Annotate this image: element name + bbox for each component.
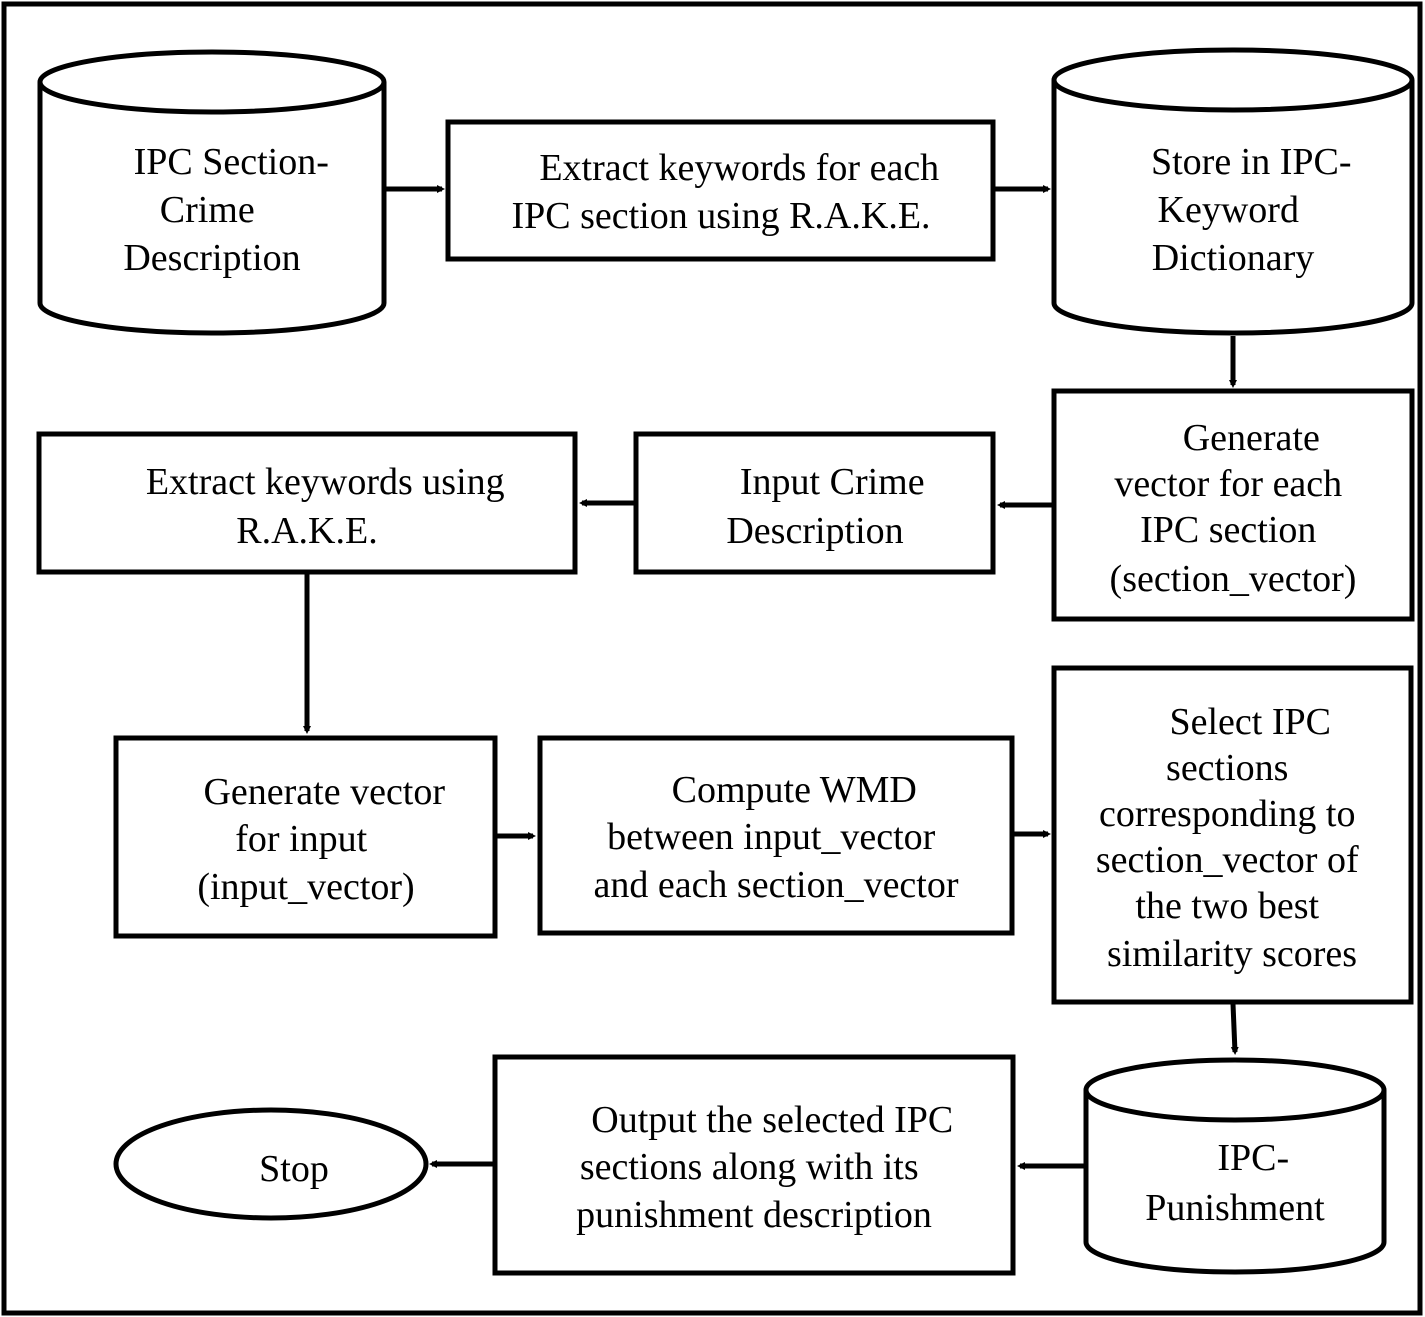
select-ipc-sections-box: Select IPC sections corresponding to sec… [1051, 665, 1414, 1005]
extract-keywords-each-ipc-line: Extract keywords for each [539, 147, 939, 189]
svg-text:Stop: Stop [259, 1148, 329, 1190]
ipc-section-crime-line: Crime [160, 189, 255, 231]
extract-keywords-input-box: Extract keywords using R.A.K.E. [36, 431, 578, 575]
compute-wmd-box: Compute WMD between input_vector and eac… [537, 735, 1015, 936]
select-ipc-sections-line: sections [1166, 747, 1288, 789]
compute-wmd-line: and each section_vector [593, 864, 958, 906]
svg-text:IPC- Punishment: IPC- Punishment [1145, 1137, 1325, 1229]
stop-label: Stop [259, 1148, 329, 1190]
output-selected-sections-box: Output the selected IPC sections along w… [492, 1054, 1016, 1276]
svg-text:Store in IPC- Keyword: Store in IPC- Keyword Dictionary [1151, 141, 1361, 279]
ipc-keyword-dictionary-line: Dictionary [1152, 237, 1315, 279]
generate-section-vector-line: Generate [1183, 417, 1320, 459]
generate-section-vector-line: vector for each [1114, 463, 1342, 505]
generate-input-vector-line: Generate vector [203, 771, 445, 813]
ipc-section-crime-line: Description [123, 237, 300, 279]
ipc-punishment-line: IPC- [1217, 1137, 1289, 1179]
svg-text:Extract keywords for each: Extract keywords for each IPC section us… [511, 147, 948, 237]
select-ipc-sections-line: corresponding to [1099, 793, 1355, 835]
output-selected-sections-line: Output the selected IPC [591, 1099, 953, 1141]
ipc-keyword-dictionary-line: Store in IPC- [1151, 141, 1352, 183]
extract-keywords-input-line: R.A.K.E. [236, 510, 377, 552]
generate-input-vector-line: for input [235, 818, 367, 860]
generate-section-vector-line: IPC section [1140, 509, 1316, 551]
ipc-keyword-dictionary-database: Store in IPC- Keyword Dictionary [1051, 47, 1415, 336]
svg-text:Extract keywords using R: Extract keywords using R.A.K.E. [146, 461, 514, 552]
ipc-section-crime-line: IPC Section- [134, 141, 329, 183]
generate-section-vector-line: (section_vector) [1110, 558, 1357, 600]
svg-text:Output the selected IPC: Output the selected IPC sections along w… [576, 1099, 963, 1236]
compute-wmd-line: Compute WMD [672, 769, 917, 811]
stop-terminator: Stop [113, 1107, 429, 1221]
arrow-select-to-punishment [1230, 1003, 1239, 1055]
input-crime-description-line: Input Crime [740, 461, 925, 503]
ipc-punishment-line: Punishment [1145, 1187, 1325, 1229]
output-selected-sections-line: punishment description [576, 1194, 932, 1236]
svg-text:Generate vector for each: Generate vector for each IPC section (se… [1110, 417, 1357, 600]
generate-input-vector-line: (input_vector) [197, 866, 414, 908]
svg-text:Compute WMD between inpu: Compute WMD between input_vector and eac… [593, 769, 958, 906]
extract-keywords-each-ipc-line: IPC section using R.A.K.E. [511, 195, 930, 237]
select-ipc-sections-line: similarity scores [1107, 933, 1357, 975]
svg-text:Input Crime Description: Input Crime Description [726, 461, 934, 552]
ipc-keyword-dictionary-line: Keyword [1158, 189, 1299, 231]
compute-wmd-line: between input_vector [607, 816, 936, 858]
select-ipc-sections-line: the two best [1135, 885, 1319, 927]
extract-keywords-input-line: Extract keywords using [146, 461, 505, 503]
generate-input-vector-box: Generate vector for input (input_vector) [113, 735, 498, 939]
input-crime-description-box: Input Crime Description [633, 431, 996, 575]
select-ipc-sections-line: section_vector of [1096, 839, 1359, 881]
ipc-punishment-database: IPC- Punishment [1083, 1057, 1387, 1275]
output-selected-sections-line: sections along with its [580, 1146, 919, 1188]
generate-section-vector-box: Generate vector for each IPC section (se… [1051, 388, 1415, 622]
ipc-section-crime-database: IPC Section- Crime Description [37, 49, 387, 336]
select-ipc-sections-line: Select IPC [1170, 701, 1331, 743]
svg-text:Select IPC sections: Select IPC sections corresponding to sec… [1096, 701, 1368, 975]
svg-text:IPC Section- Crime: IPC Section- Crime Description [123, 141, 338, 279]
input-crime-description-line: Description [726, 510, 903, 552]
svg-text:Generate vector for inpu: Generate vector for input (input_vector) [197, 771, 454, 908]
extract-keywords-each-ipc-box: Extract keywords for each IPC section us… [445, 119, 996, 262]
